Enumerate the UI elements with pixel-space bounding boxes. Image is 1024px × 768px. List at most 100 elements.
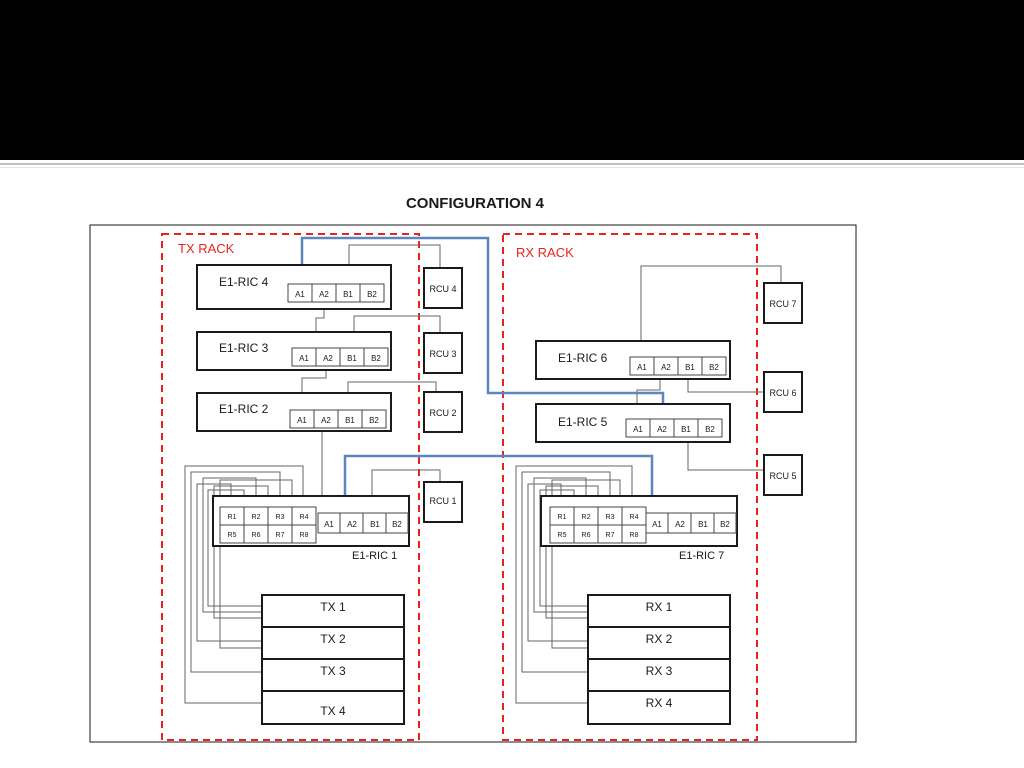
port-r4: R4 xyxy=(630,514,639,521)
port-b2: B2 xyxy=(720,520,730,529)
ric-5-ports: A1 A2 B1 B2 xyxy=(625,418,723,438)
tx-rack-outline xyxy=(161,233,420,741)
port-b2: B2 xyxy=(709,363,719,372)
rx-3-label: RX 3 xyxy=(646,664,673,678)
ric-7-r-ports: R1 R2 R3 R4 R5 R6 R7 R8 xyxy=(549,506,647,544)
ric-2-label: E1-RIC 2 xyxy=(219,402,269,416)
ric-4-ports: A1 A2 B1 B2 xyxy=(287,283,385,303)
port-b2: B2 xyxy=(392,520,402,529)
rx-4-box xyxy=(587,690,731,725)
ric-7: E1-RIC 7 R1 R2 R3 R4 R5 R6 R7 R8 A1 A2 B… xyxy=(540,495,738,562)
port-a2: A2 xyxy=(661,363,671,372)
svg-text:RCU 2: RCU 2 xyxy=(429,408,456,418)
port-a2: A2 xyxy=(323,354,333,363)
diagram-frame xyxy=(89,224,857,743)
rcu-5: RCU 5 xyxy=(763,454,803,496)
svg-text:RCU 6: RCU 6 xyxy=(769,388,796,398)
ric-6-ports: A1 A2 B1 B2 xyxy=(629,356,727,376)
svg-text:RCU 1: RCU 1 xyxy=(429,496,456,506)
ric-4: E1-RIC 4 A1 A2 B1 B2 xyxy=(196,264,392,310)
port-r6: R6 xyxy=(252,532,261,539)
port-b1: B1 xyxy=(345,416,355,425)
header-divider xyxy=(0,163,1024,165)
port-b1: B1 xyxy=(698,520,708,529)
port-r7: R7 xyxy=(606,532,615,539)
svg-text:RCU 7: RCU 7 xyxy=(769,299,796,309)
rcu-6: RCU 6 xyxy=(763,371,803,413)
port-r5: R5 xyxy=(228,532,237,539)
ric-1-label: E1-RIC 1 xyxy=(352,550,397,562)
ric-5-label: E1-RIC 5 xyxy=(558,415,608,429)
ric-1: E1-RIC 1 R1 R2 R3 R4 R5 R6 R7 R8 A1 A2 B… xyxy=(212,495,410,562)
port-a1: A1 xyxy=(299,354,309,363)
rx-stack: RX 1 RX 2 RX 3 RX 4 xyxy=(587,594,731,725)
port-a1: A1 xyxy=(637,363,647,372)
rx-rack-label: RX RACK xyxy=(516,245,574,260)
port-a2: A2 xyxy=(347,520,357,529)
port-b1: B1 xyxy=(685,363,695,372)
ric-5: E1-RIC 5 A1 A2 B1 B2 xyxy=(535,403,731,443)
ric-3: E1-RIC 3 A1 A2 B1 B2 xyxy=(196,331,392,371)
header-divider-light xyxy=(0,167,1024,168)
rcu-2: RCU 2 xyxy=(423,391,463,433)
port-r6: R6 xyxy=(582,532,591,539)
port-a2: A2 xyxy=(321,416,331,425)
port-a1: A1 xyxy=(652,520,662,529)
port-b1: B1 xyxy=(347,354,357,363)
ric-2: E1-RIC 2 A1 A2 B1 B2 xyxy=(196,392,392,432)
port-r1: R1 xyxy=(228,514,237,521)
ric-3-label: E1-RIC 3 xyxy=(219,341,269,355)
blue-links xyxy=(300,236,665,513)
port-r7: R7 xyxy=(276,532,285,539)
rx-2-box xyxy=(587,626,731,660)
ric-3-ports: A1 A2 B1 B2 xyxy=(291,347,389,367)
port-r1: R1 xyxy=(558,514,567,521)
svg-text:RCU 3: RCU 3 xyxy=(429,349,456,359)
slide-title: CONFIGURATION 4 xyxy=(406,195,545,212)
tx-rack-label: TX RACK xyxy=(178,241,235,256)
tx-3-box xyxy=(261,658,405,692)
ric-6-label: E1-RIC 6 xyxy=(558,351,608,365)
port-a1: A1 xyxy=(324,520,334,529)
port-a1: A1 xyxy=(297,416,307,425)
port-r3: R3 xyxy=(276,514,285,521)
rcu-1: RCU 1 xyxy=(423,481,463,523)
port-b1: B1 xyxy=(343,290,353,299)
tx-4-label: TX 4 xyxy=(320,704,346,718)
ric-1-r-ports: R1 R2 R3 R4 R5 R6 R7 R8 xyxy=(219,506,317,544)
port-a2: A2 xyxy=(657,425,667,434)
tx-3-label: TX 3 xyxy=(320,664,346,678)
tx-stack: TX 1 TX 2 TX 3 TX 4 xyxy=(261,594,405,725)
ric-7-label: E1-RIC 7 xyxy=(679,550,724,562)
port-r3: R3 xyxy=(606,514,615,521)
svg-text:RCU 4: RCU 4 xyxy=(429,284,456,294)
port-a2: A2 xyxy=(319,290,329,299)
ric-6: E1-RIC 6 A1 A2 B1 B2 xyxy=(535,340,731,380)
ric-2-ports: A1 A2 B1 B2 xyxy=(289,409,387,429)
port-r2: R2 xyxy=(252,514,261,521)
svg-text:RCU 5: RCU 5 xyxy=(769,471,796,481)
ric-4-label: E1-RIC 4 xyxy=(219,275,269,289)
tx-1-label: TX 1 xyxy=(320,600,346,614)
rx-rack-outline xyxy=(502,233,758,741)
ric-7-ports: A1 A2 B1 B2 xyxy=(645,512,737,534)
rx-1-box xyxy=(587,594,731,628)
rcu-3: RCU 3 xyxy=(423,332,463,374)
rcu-4: RCU 4 xyxy=(423,267,463,309)
port-b2: B2 xyxy=(705,425,715,434)
port-b1: B1 xyxy=(370,520,380,529)
slide-header-bar xyxy=(0,0,1024,160)
ric-1-ports: A1 A2 B1 B2 xyxy=(317,512,409,534)
rcu-7: RCU 7 xyxy=(763,282,803,324)
port-r8: R8 xyxy=(300,532,309,539)
port-a2: A2 xyxy=(675,520,685,529)
port-a1: A1 xyxy=(633,425,643,434)
rx-1-label: RX 1 xyxy=(646,600,673,614)
port-b2: B2 xyxy=(371,354,381,363)
rx-2-label: RX 2 xyxy=(646,632,673,646)
rx-4-label: RX 4 xyxy=(646,696,673,710)
port-b2: B2 xyxy=(369,416,379,425)
port-r2: R2 xyxy=(582,514,591,521)
port-a1: A1 xyxy=(295,290,305,299)
